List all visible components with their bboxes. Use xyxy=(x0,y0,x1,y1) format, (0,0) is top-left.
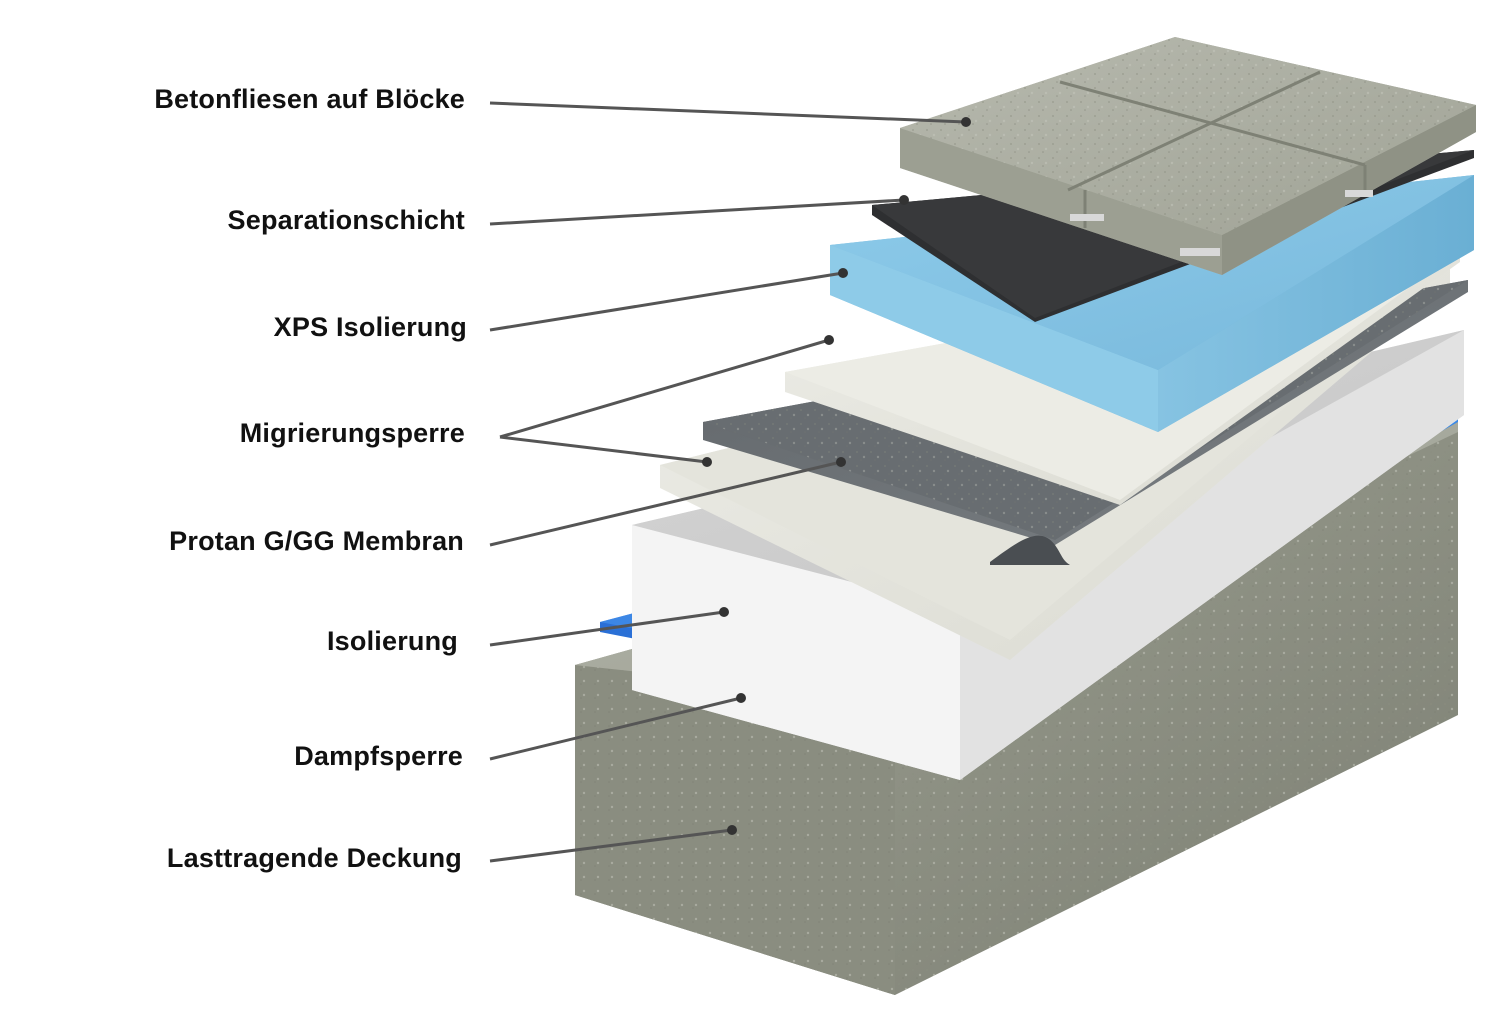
label-dampfsperre: Dampfsperre xyxy=(294,741,463,771)
leader-xps xyxy=(489,268,848,332)
label-isolierung: Isolierung xyxy=(326,626,458,656)
leader-deckung xyxy=(489,825,737,863)
label-lasttragende-deckung: Lasttragende Deckung xyxy=(166,843,462,873)
label-protan-membran: Protan G/GG Membran xyxy=(169,526,464,556)
leader-migrierung xyxy=(499,335,834,467)
leader-betonfliesen xyxy=(489,101,971,127)
leader-membran xyxy=(489,457,846,547)
label-separationschicht: Separationschicht xyxy=(227,205,465,235)
leader-dampfsperre xyxy=(489,693,746,761)
label-xps-isolierung: XPS Isolierung xyxy=(273,312,467,342)
leader-lines xyxy=(489,101,971,863)
concrete-tiles-shape xyxy=(900,37,1476,275)
label-betonfliesen: Betonfliesen auf Blöcke xyxy=(154,84,465,114)
label-migrierungsperre: Migrierungsperre xyxy=(239,418,465,448)
leader-separation xyxy=(489,195,909,226)
leader-isolierung xyxy=(489,607,729,647)
